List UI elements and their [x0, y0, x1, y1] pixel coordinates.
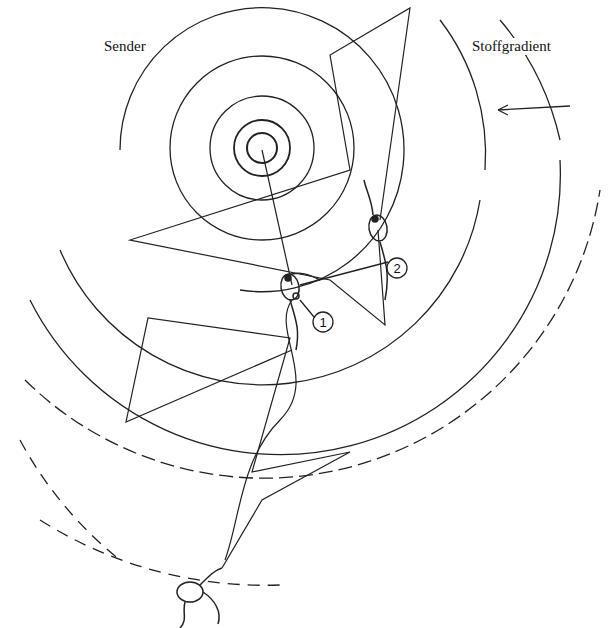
gradient-rings: [20, 8, 600, 586]
sender-label: Sender: [102, 38, 148, 55]
swim-path: [126, 8, 410, 568]
callout-rings: [300, 258, 407, 332]
cells: [177, 180, 389, 628]
callout-number: 2: [393, 262, 400, 275]
gradient-arrow: [498, 105, 570, 115]
callout-number: 1: [319, 316, 326, 329]
gradient-label: Stoffgradient: [470, 38, 553, 55]
